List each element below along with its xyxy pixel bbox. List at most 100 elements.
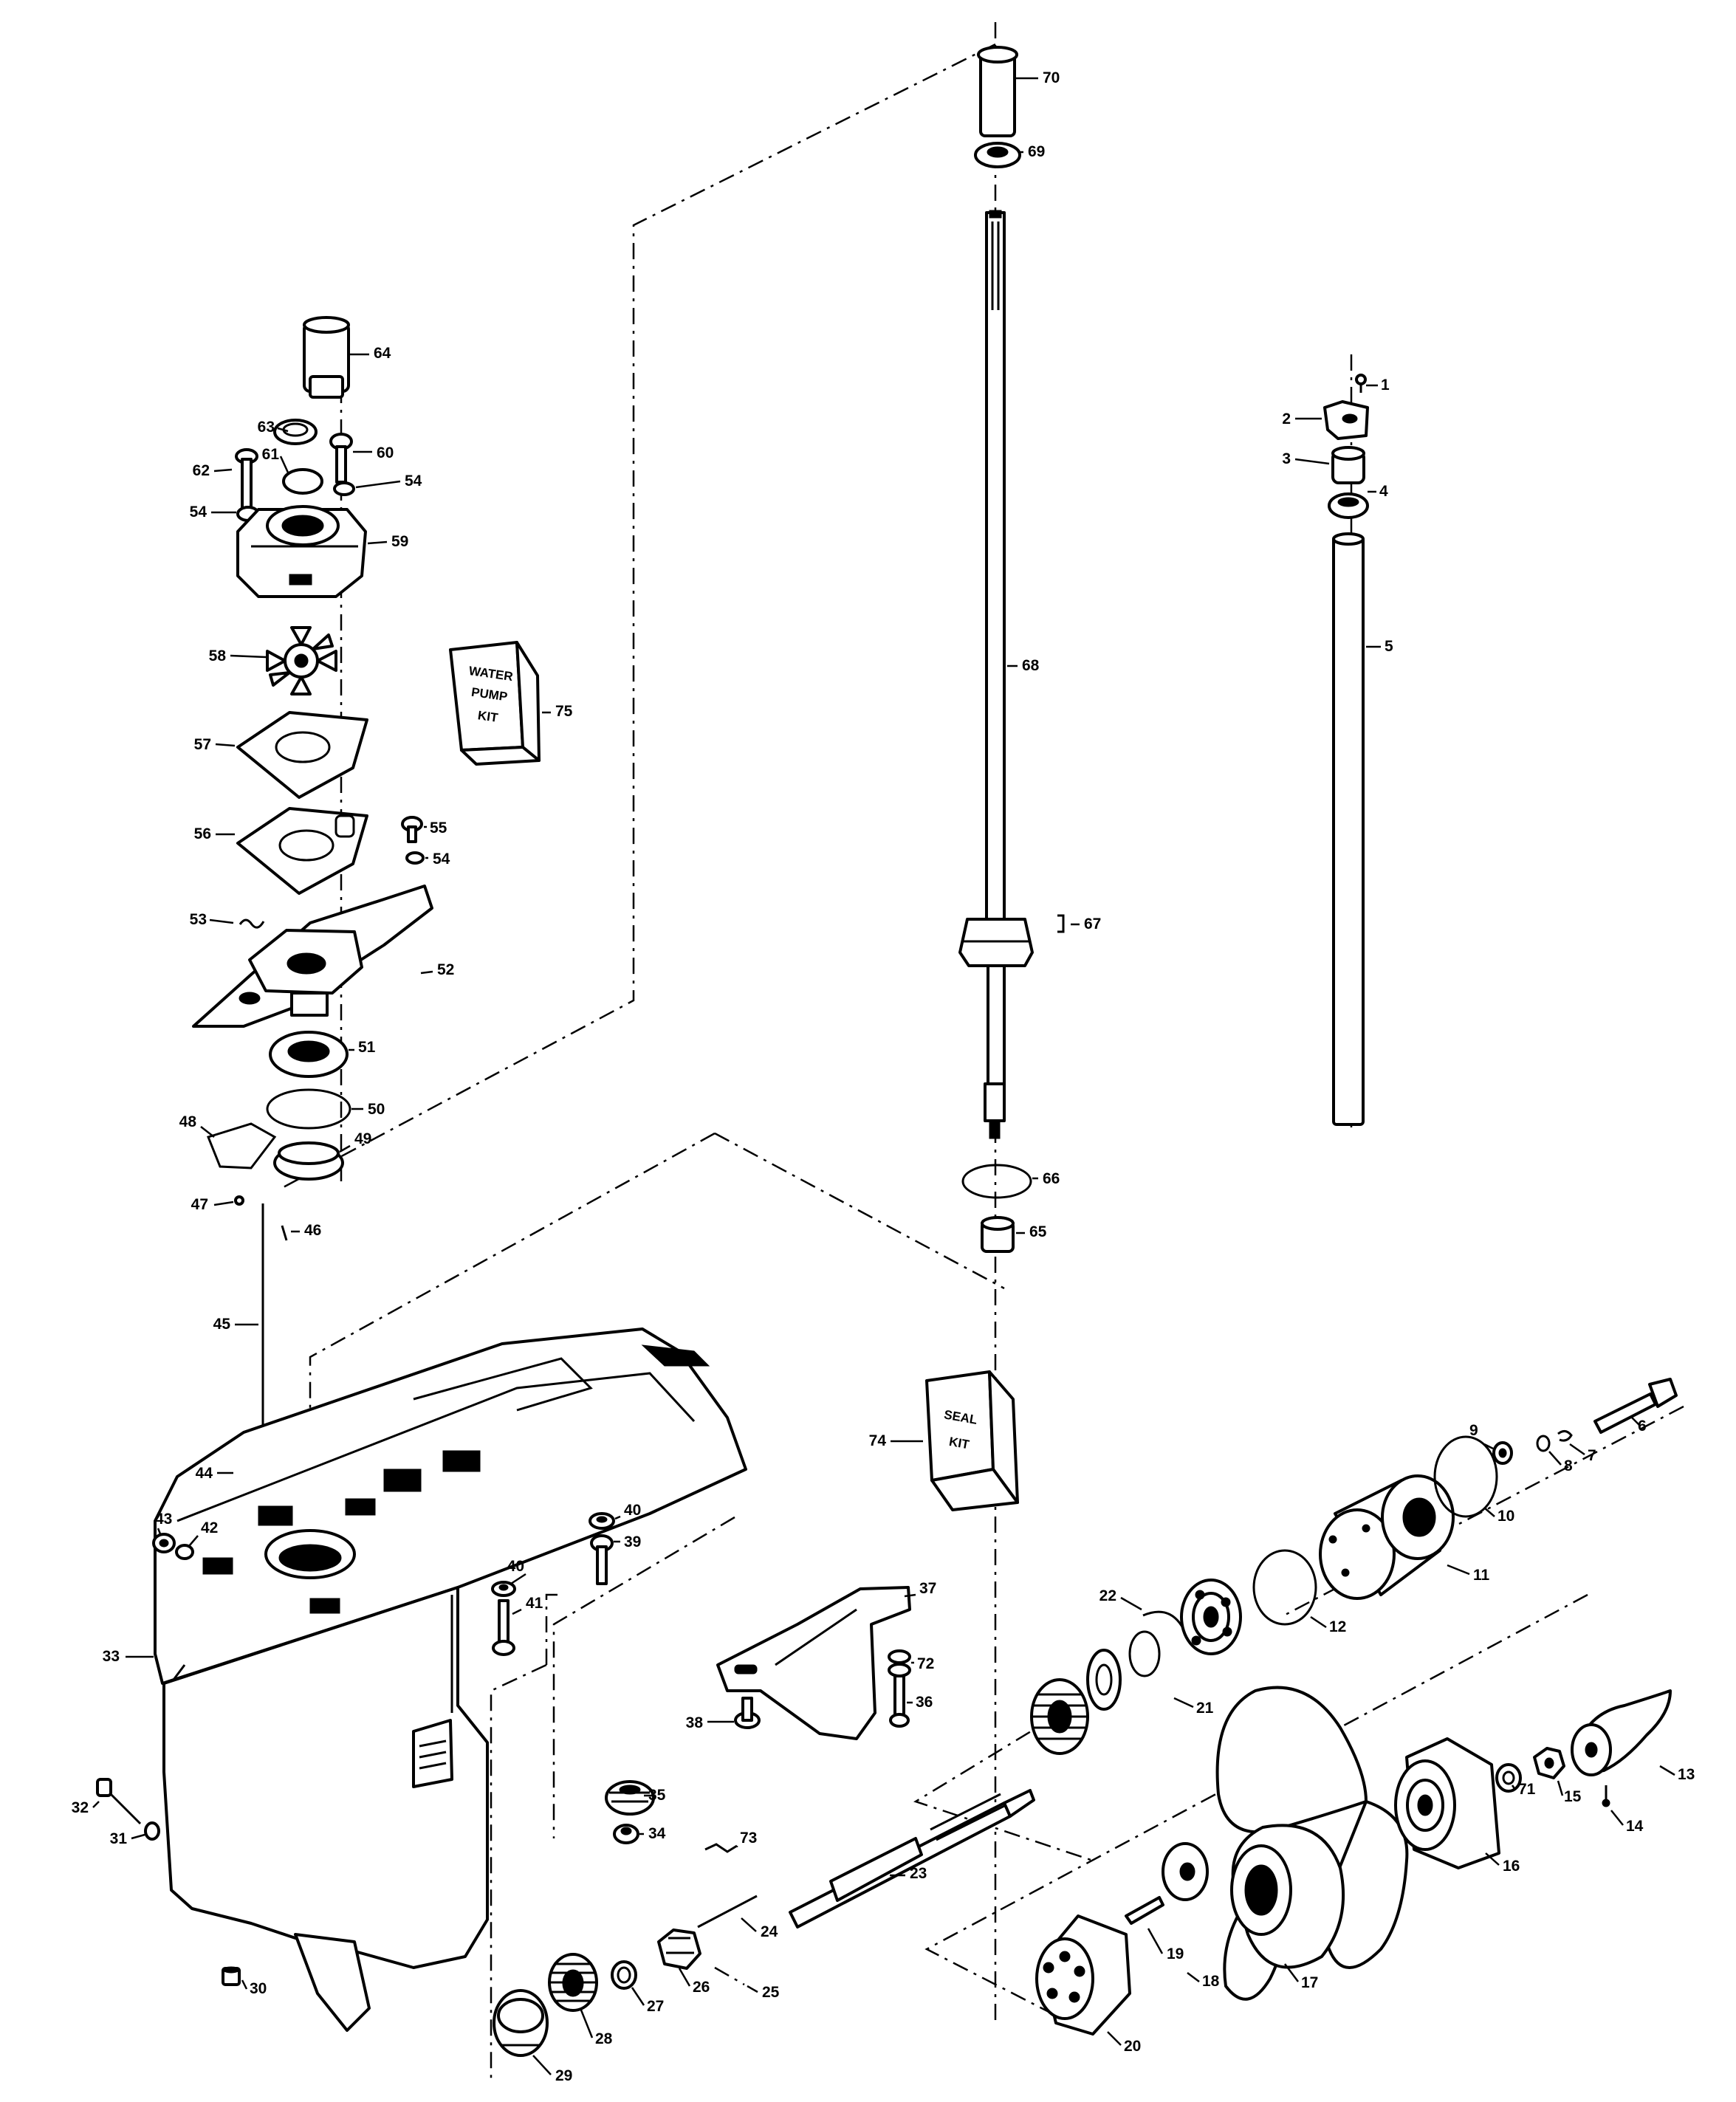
callout-label-57: 57: [194, 736, 211, 753]
callout-label-11: 11: [1473, 1567, 1490, 1584]
callout-66: 66: [1032, 1170, 1060, 1187]
callout-leader-20: [1107, 2031, 1122, 2046]
callout-10: 10: [1483, 1507, 1514, 1525]
part-43-screw: [152, 1533, 176, 1553]
callout-14: 14: [1610, 1810, 1644, 1835]
callout-leader-37: [904, 1593, 916, 1598]
callout-2: 2: [1282, 411, 1322, 427]
callout-label-12: 12: [1329, 1618, 1346, 1635]
callout-label-10: 10: [1497, 1508, 1514, 1525]
callout-label-6: 6: [1638, 1418, 1647, 1435]
callout-55: 55: [424, 820, 447, 837]
callout-leader-63: [277, 427, 289, 433]
part-60-bolt: [329, 433, 353, 484]
callout-label-63: 63: [258, 419, 275, 436]
part-9-washer: [1492, 1441, 1513, 1465]
part-5-shift-shaft: [1332, 532, 1365, 1126]
part-55-screw: [401, 816, 423, 843]
callout-label-14: 14: [1626, 1818, 1644, 1835]
callout-leader-32: [92, 1801, 100, 1808]
part-34-thrust-washer: [613, 1824, 639, 1844]
callout-47: 47: [191, 1196, 234, 1213]
callout-label-8: 8: [1564, 1457, 1573, 1474]
callout-leader-31: [131, 1833, 145, 1840]
part-61-seal-ring: [282, 468, 323, 495]
callout-21: 21: [1173, 1697, 1214, 1717]
callout-58: 58: [209, 648, 267, 664]
part-47-o-ring: [234, 1195, 244, 1206]
part-57-gasket-plate: [236, 711, 368, 799]
callout-label-60: 60: [377, 444, 394, 461]
callout-48: 48: [179, 1113, 215, 1138]
callout-label-40a: 40: [624, 1502, 641, 1519]
callout-label-32: 32: [72, 1799, 89, 1816]
callout-label-19: 19: [1167, 1945, 1184, 1962]
callout-label-72: 72: [917, 1655, 934, 1672]
callout-leader-61: [279, 456, 289, 473]
callout-label-13: 13: [1678, 1766, 1695, 1783]
callout-leader-18: [1187, 1972, 1200, 1982]
callout-label-23: 23: [910, 1865, 927, 1882]
callout-leader-71: [1511, 1785, 1517, 1790]
part-72-washer: [888, 1663, 911, 1677]
callout-leader-19: [1147, 1928, 1164, 1954]
callout-53: 53: [190, 911, 234, 928]
part-10-o-ring: [1433, 1435, 1498, 1518]
callout-leader-53: [209, 918, 234, 924]
shift-rod-assembly: [1323, 374, 1369, 1126]
callout-label-30: 30: [250, 1980, 267, 1997]
part-24-cross-pin: [697, 1895, 758, 1928]
callout-leader-30: [241, 1979, 248, 1990]
part-21-bearing: [1180, 1579, 1242, 1655]
callout-label-44: 44: [196, 1465, 213, 1482]
part-53-clip: [239, 918, 265, 929]
callout-leader-48: [200, 1126, 215, 1138]
callout-56: 56: [194, 825, 235, 842]
seal-kit-text-2: KIT: [948, 1435, 971, 1452]
callout-69: 69: [1020, 143, 1045, 160]
callout-33: 33: [103, 1648, 154, 1665]
callout-40b: 40: [507, 1558, 526, 1585]
callout-leader-3: [1294, 458, 1330, 465]
callout-50: 50: [351, 1101, 385, 1118]
callout-label-37: 37: [919, 1580, 936, 1597]
callout-leader-40b: [510, 1573, 526, 1585]
callout-label-75: 75: [555, 703, 573, 720]
part-4-seal: [1328, 492, 1369, 519]
part-68-drive-shaft: [958, 210, 1034, 1139]
callout-25: 25: [747, 1984, 780, 2001]
callout-label-61: 61: [262, 446, 280, 463]
callout-label-26: 26: [693, 1979, 710, 1996]
callout-54a: 54: [355, 473, 422, 490]
callout-24: 24: [741, 1917, 778, 1940]
callout-label-15: 15: [1564, 1788, 1582, 1805]
part-63-cap: [273, 419, 318, 445]
callout-leader-58: [230, 654, 267, 659]
part-71-washer: [1495, 1763, 1522, 1793]
callout-leader-52: [420, 970, 433, 975]
callout-71: 71: [1511, 1781, 1536, 1798]
callout-32: 32: [72, 1799, 100, 1816]
water-pump-assembly: [192, 316, 433, 1490]
part-15-nut: [1533, 1747, 1565, 1779]
callout-label-52: 52: [437, 961, 454, 978]
part-21-clutch: [1086, 1649, 1122, 1711]
callout-30: 30: [241, 1979, 267, 1997]
callout-72: 72: [911, 1655, 934, 1672]
part-64-pump-tube: [303, 316, 350, 399]
callout-17: 17: [1284, 1963, 1318, 1991]
callout-leader-57: [215, 743, 236, 747]
callout-49: 49: [339, 1130, 371, 1153]
callout-19: 19: [1147, 1928, 1184, 1962]
callout-leader-29: [532, 2055, 552, 2075]
callout-36: 36: [907, 1694, 933, 1711]
callout-59: 59: [367, 533, 408, 550]
part-7-retainer: [1557, 1430, 1573, 1442]
callout-34: 34: [639, 1825, 666, 1842]
part-28-reverse-gear: [548, 1953, 598, 2012]
part-35-pinion-gear: [605, 1780, 655, 1816]
callout-44: 44: [196, 1465, 233, 1482]
callout-label-4: 4: [1379, 483, 1388, 500]
part-49-ring: [273, 1141, 344, 1181]
callout-45: 45: [213, 1316, 258, 1333]
